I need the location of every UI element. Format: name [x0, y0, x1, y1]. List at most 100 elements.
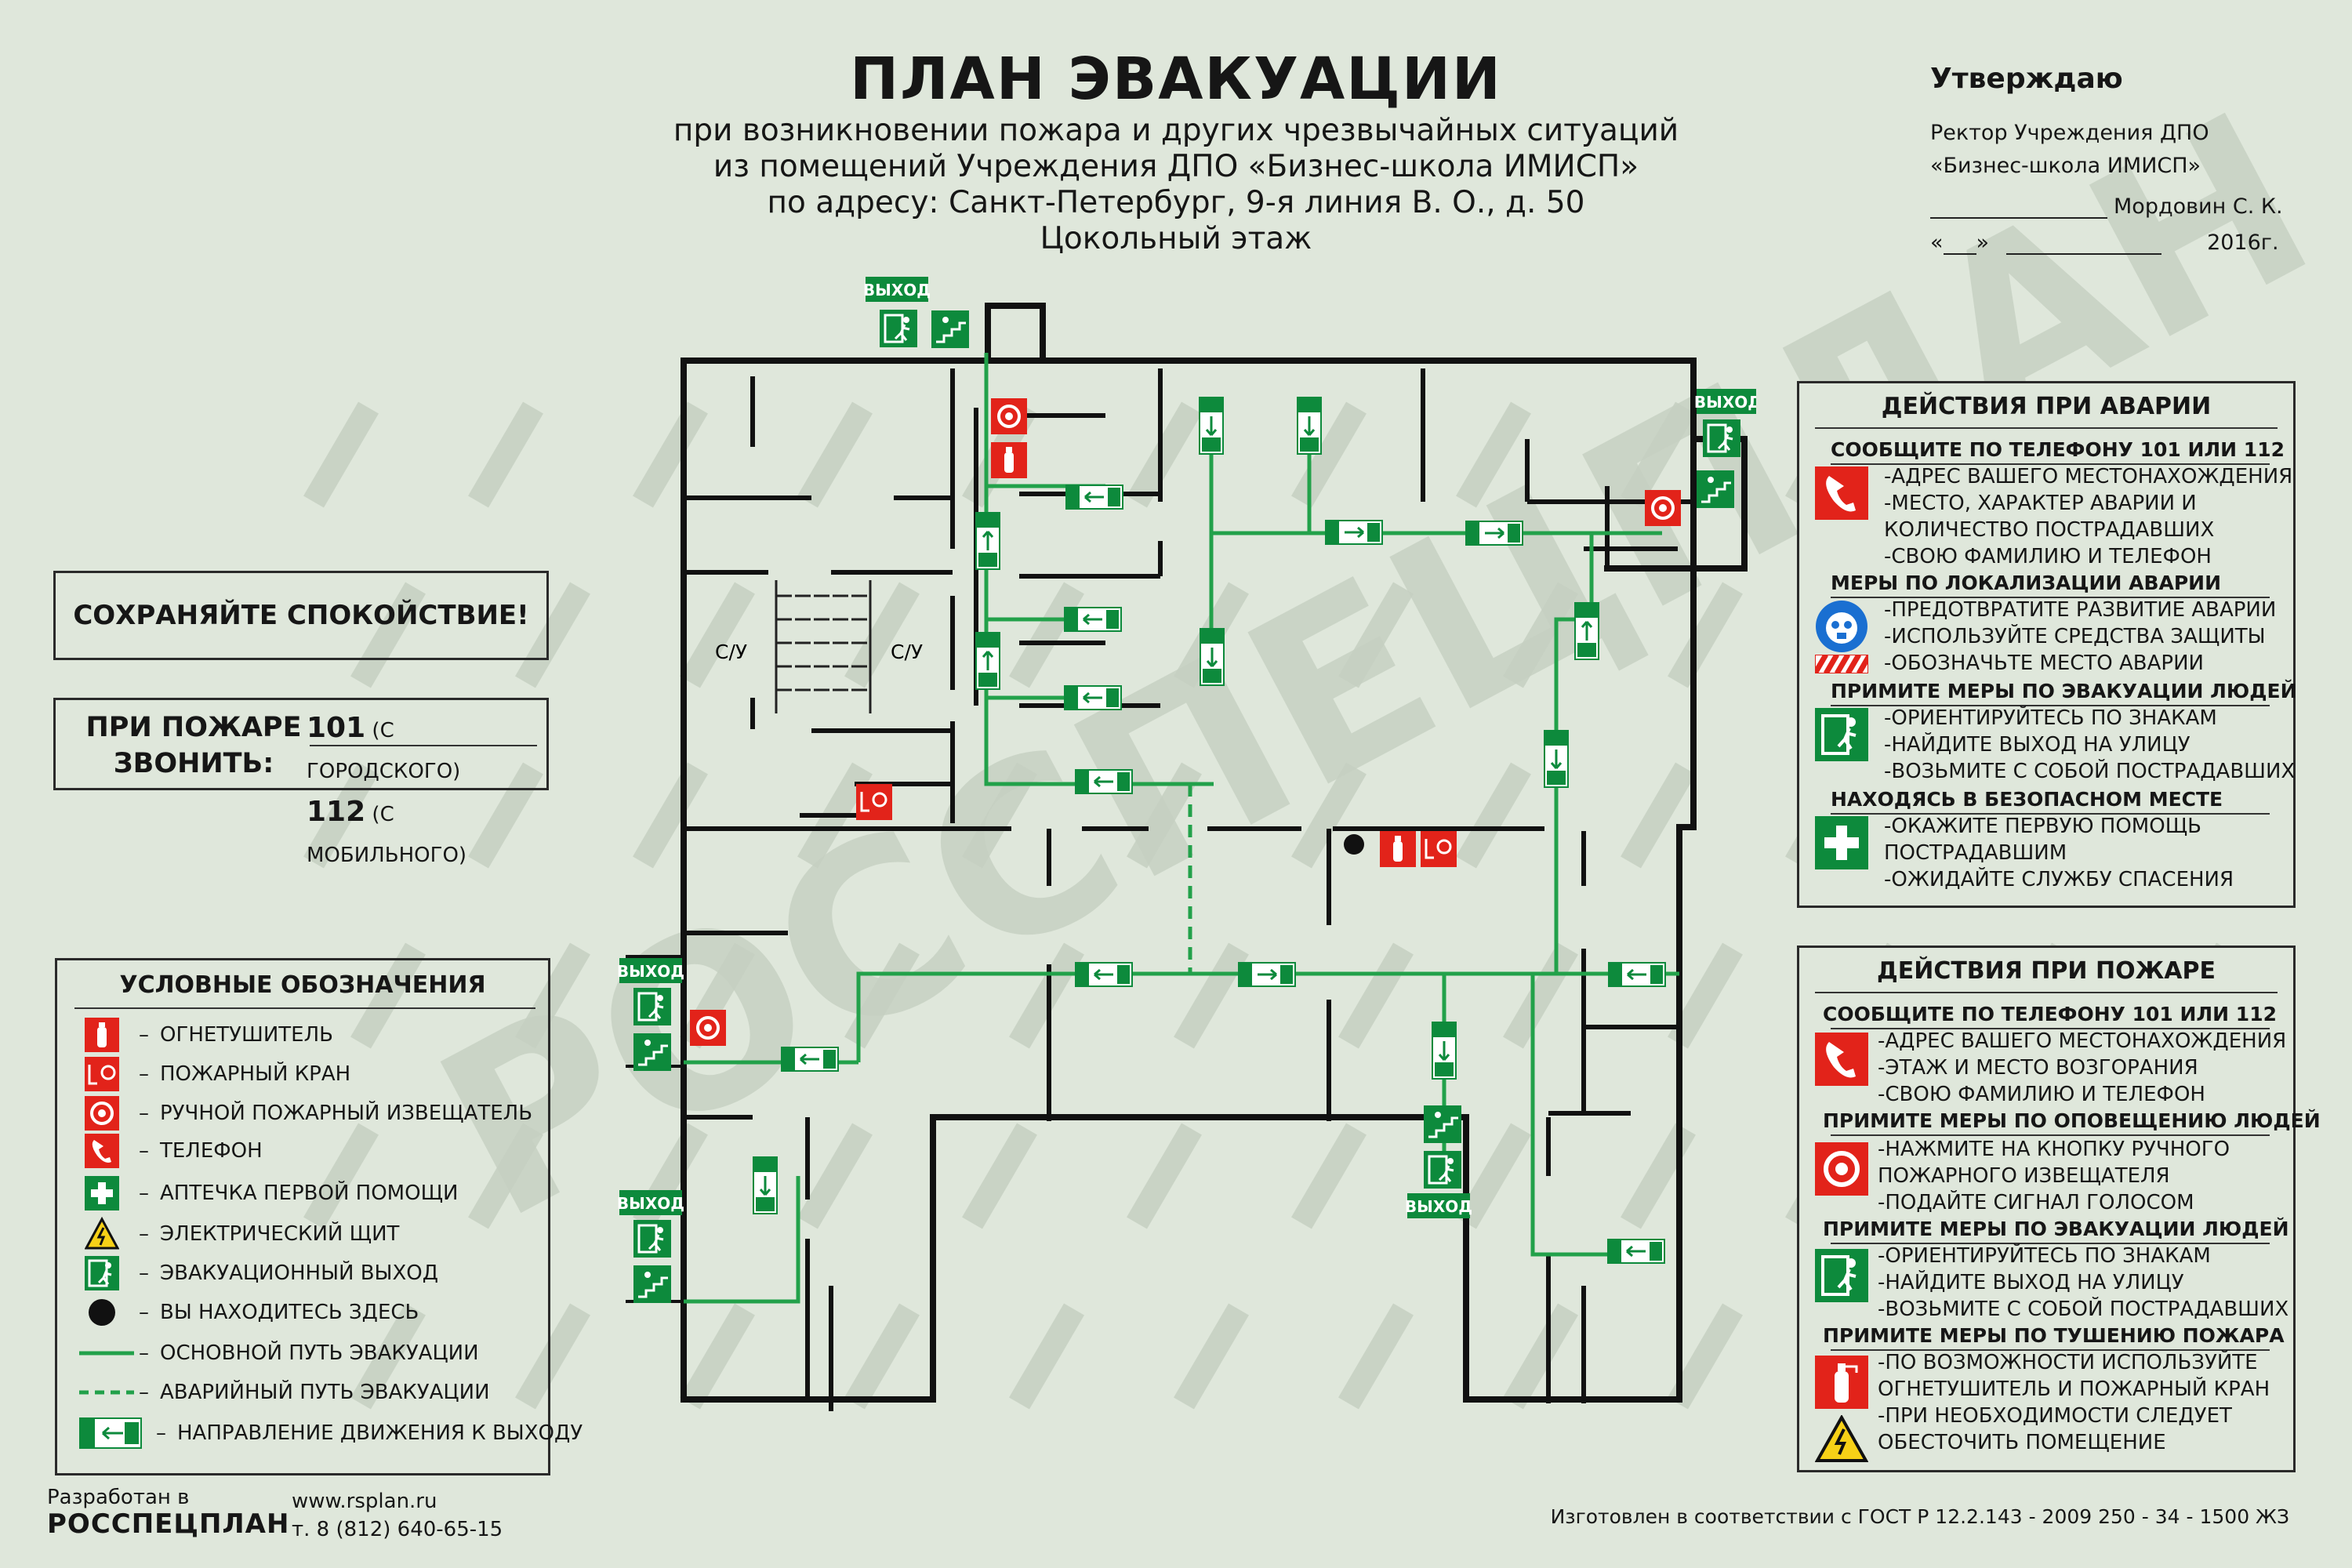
first-aid-icon — [1815, 816, 1868, 869]
watermark-slash — [1621, 401, 1696, 508]
telephone-icon — [1815, 1033, 1868, 1086]
direction-sign-icon — [1199, 397, 1224, 455]
legend-label: ОГНЕТУШИТЕЛЬ — [160, 1023, 333, 1047]
section-rule — [1831, 1028, 2270, 1029]
approval-line-1: Ректор Учреждения ДПО — [1930, 121, 2209, 145]
watermark-slash — [468, 1123, 543, 1229]
section-rule — [1831, 1349, 2270, 1351]
section-title: ПРИМИТЕ МЕРЫ ПО ЭВАКУАЦИИ ЛЮДЕЙ — [1831, 680, 2297, 702]
section-line: -НАЙДИТЕ ВЫХОД НА УЛИЦУ — [1878, 1271, 2184, 1294]
watermark-slash — [844, 1303, 920, 1410]
telephone-icon — [85, 1134, 119, 1168]
section-title: НАХОДЯСЬ В БЕЗОПАСНОМ МЕСТЕ — [1831, 788, 2223, 811]
section-line: -АДРЕС ВАШЕГО МЕСТОНАХОЖДЕНИЯ — [1884, 465, 2293, 488]
developer-contacts: www.rsplan.ru т. 8 (812) 640-65-15 — [292, 1487, 503, 1544]
watermark-slash — [350, 1303, 426, 1410]
section-line: -МЕСТО, ХАРАКТЕР АВАРИИ И — [1884, 492, 2197, 515]
watermark-slash — [303, 762, 379, 869]
legend-label: ЭЛЕКТРИЧЕСКИЙ ЩИТ — [160, 1222, 400, 1246]
direction-sign-icon — [1432, 1022, 1457, 1080]
developer-label: Разработан в — [47, 1486, 190, 1509]
legend-label: АВАРИЙНЫЙ ПУТЬ ЭВАКУАЦИИ — [160, 1381, 490, 1404]
floor-label: Цокольный этаж — [1040, 221, 1312, 256]
direction-sign-icon — [1200, 628, 1225, 686]
watermark-slash — [1668, 942, 1743, 1049]
watermark-slash — [1503, 1303, 1578, 1410]
legend-item: –ОГНЕТУШИТЕЛЬ — [79, 1017, 542, 1053]
stairs-exit-icon — [931, 310, 969, 348]
section-line: -ВОЗЬМИТЕ С СОБОЙ ПОСТРАДАВШИХ — [1878, 1298, 2289, 1321]
watermark-slash — [1503, 942, 1578, 1049]
fire-hydrant-icon — [1421, 831, 1457, 867]
date-month-line — [2006, 230, 2162, 255]
direction-sign-icon — [1238, 962, 1296, 987]
main-route-segment — [684, 1176, 800, 1304]
room-wc-left: С/У — [715, 641, 747, 663]
subtitle-line-3: по адресу: Санкт-Петербург, 9-я линия В.… — [767, 185, 1585, 220]
section-line: -ОРИЕНТИРУЙТЕСЬ ПО ЗНАКАМ — [1884, 706, 2217, 730]
exit-tag-top: ВЫХОД — [863, 277, 931, 302]
emergency-exit-icon — [1424, 1151, 1461, 1189]
section-line: -ОБОЗНАЧЬТЕ МЕСТО АВАРИИ — [1884, 652, 2205, 675]
watermark-slash — [515, 942, 590, 1049]
protective-mask-icon — [1816, 601, 1867, 652]
manual-call-point-icon — [1815, 1142, 1868, 1196]
exit-tag-label: ВЫХОД — [1694, 393, 1756, 412]
accident-panel-heading: ДЕЙСТВИЯ ПРИ АВАРИИ — [1881, 393, 2212, 420]
date-quote-close: » — [1976, 230, 1990, 255]
section-line: -ПРЕДОТВРАТИТЕ РАЗВИТИЕ АВАРИИ — [1884, 598, 2277, 622]
section-rule — [1831, 597, 2270, 598]
watermark-slash — [515, 1303, 590, 1410]
watermark-slash — [1174, 1303, 1249, 1410]
legend-label: АПТЕЧКА ПЕРВОЙ ПОМОЩИ — [160, 1181, 459, 1205]
main-route-segment — [984, 353, 1214, 786]
legend-label: ПОЖАРНЫЙ КРАН — [160, 1062, 351, 1086]
watermark-slash — [797, 401, 873, 508]
section-rule — [1831, 1134, 2270, 1136]
watermark-slash — [797, 1123, 873, 1229]
legend-label: РУЧНОЙ ПОЖАРНЫЙ ИЗВЕЩАТЕЛЬ — [160, 1102, 533, 1125]
legend-label: НАПРАВЛЕНИЕ ДВИЖЕНИЯ К ВЫХОДУ — [177, 1421, 583, 1445]
direction-sign-icon — [975, 512, 1000, 570]
exit-tag-label: ВЫХОД — [1405, 1197, 1472, 1216]
fire-number-city: 101 — [307, 712, 366, 744]
watermark-slash — [633, 401, 708, 508]
direction-sign-icon — [1325, 520, 1383, 545]
exit-tag-bottom-left: ВЫХОД — [617, 1190, 684, 1215]
manual-call-point-icon — [991, 398, 1027, 434]
fire-extinguisher-icon — [1815, 1356, 1868, 1409]
hazard-marking-icon — [1815, 655, 1868, 673]
fire-actions-panel: ДЕЙСТВИЯ ПРИ ПОЖАРЕ СООБЩИТЕ ПО ТЕЛЕФОНУ… — [1797, 946, 2321, 1472]
direction-sign-icon — [1544, 730, 1569, 788]
electrical-panel-icon — [1815, 1415, 1868, 1462]
subtitle-line-1: при возникновении пожара и других чрезвы… — [673, 113, 1679, 148]
fire-call-divider — [310, 745, 537, 746]
legend-item: –ТЕЛЕФОН — [79, 1133, 542, 1169]
section-line: -ПОДАЙТЕ СИГНАЛ ГОЛОСОМ — [1878, 1191, 2194, 1214]
walls — [626, 303, 1748, 1403]
watermark-slash — [1174, 942, 1249, 1049]
legend-item: –ПОЖАРНЫЙ КРАН — [79, 1056, 542, 1092]
fire-call-label-1: ПРИ ПОЖАРЕ — [85, 712, 302, 743]
watermark-slash — [350, 582, 426, 688]
legend-item: –НАПРАВЛЕНИЕ ДВИЖЕНИЯ К ВЫХОДУ — [79, 1415, 583, 1451]
legend-label: ТЕЛЕФОН — [160, 1139, 263, 1163]
emergency-exit-icon — [633, 1220, 671, 1258]
fire-hydrant-icon — [85, 1057, 119, 1091]
legend-item: –ОСНОВНОЙ ПУТЬ ЭВАКУАЦИИ — [79, 1335, 542, 1371]
section-line: -ОРИЕНТИРУЙТЕСЬ ПО ЗНАКАМ — [1878, 1244, 2211, 1268]
watermark-slash — [1127, 401, 1202, 508]
section-title: СООБЩИТЕ ПО ТЕЛЕФОНУ 101 ИЛИ 112 — [1831, 438, 2285, 461]
section-rule — [1831, 813, 2270, 815]
panel-divider — [1815, 992, 2278, 993]
direction-arrow-icon — [79, 1417, 142, 1449]
section-line: -НАЙДИТЕ ВЫХОД НА УЛИЦУ — [1884, 733, 2190, 757]
watermark-slash — [1009, 582, 1084, 688]
exit-tag-right: ВЫХОД — [1694, 389, 1756, 414]
developer-website[interactable]: www.rsplan.ru — [292, 1490, 437, 1513]
fire-extinguisher-icon — [991, 442, 1027, 478]
plan-signs — [633, 310, 1740, 1303]
fire-panel-heading: ДЕЙСТВИЯ ПРИ ПОЖАРЕ — [1877, 957, 2216, 985]
direction-sign-icon — [1608, 962, 1666, 987]
date-year: 2016г. — [2207, 230, 2279, 255]
